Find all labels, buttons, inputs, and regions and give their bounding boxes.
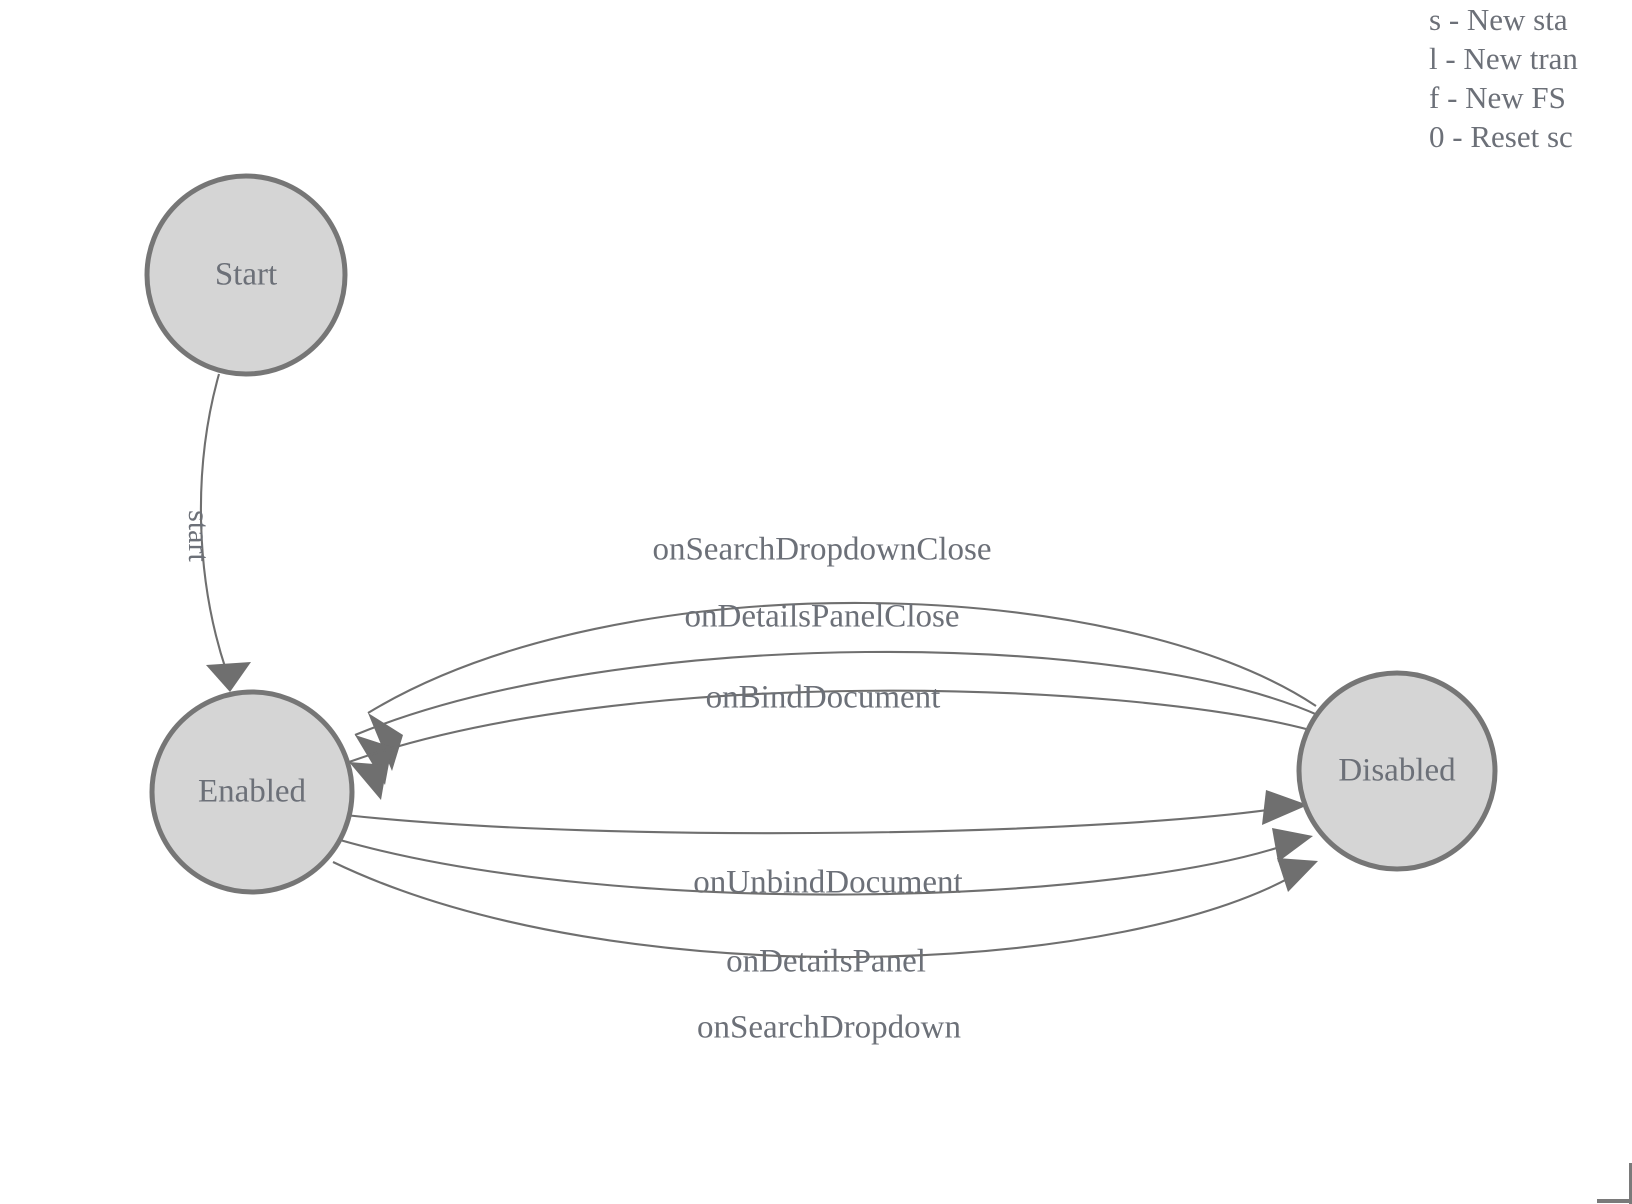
state-node-start-label: Start (215, 257, 277, 293)
transition-onDetailsPanel[interactable]: onDetailsPanel (339, 828, 1313, 980)
state-node-start[interactable]: Start (144, 173, 348, 377)
transition-onSearchDropdown-line (332, 861, 1307, 959)
transition-onUnbindDocument-line (344, 804, 1296, 835)
transition-onBindDocument-line (348, 689, 1311, 763)
transition-onDetailsPanelClose-line (354, 650, 1321, 736)
state-node-disabled-circle[interactable] (1296, 670, 1498, 872)
transition-onSearchDropdown-label: onSearchDropdown (697, 1010, 961, 1046)
state-node-enabled-circle[interactable] (149, 689, 355, 895)
frame-corner-horizontal-rule (1597, 1199, 1632, 1203)
transition-start-arrowhead (206, 662, 251, 692)
state-node-enabled[interactable]: Enabled (149, 689, 355, 895)
transition-onDetailsPanelClose-label: onDetailsPanelClose (685, 599, 960, 635)
transition-onSearchDropdownClose[interactable]: onSearchDropdownClose (367, 532, 1317, 771)
transition-onBindDocument-label: onBindDocument (706, 680, 941, 716)
transition-onUnbindDocument[interactable]: onUnbindDocument (344, 790, 1308, 901)
transition-onSearchDropdown[interactable]: onSearchDropdown (332, 858, 1318, 1046)
state-node-start-circle[interactable] (144, 173, 348, 377)
state-node-disabled-label: Disabled (1338, 753, 1456, 789)
transition-onSearchDropdownClose-label: onSearchDropdownClose (652, 532, 991, 568)
transition-start-line (199, 373, 227, 671)
transition-start-label: start (182, 510, 215, 562)
transition-onUnbindDocument-arrowhead (1262, 790, 1308, 825)
transition-onBindDocument-arrowhead (349, 762, 387, 800)
transition-onSearchDropdownClose-line (367, 601, 1317, 714)
state-node-enabled-label: Enabled (198, 774, 307, 810)
frame-corner-vertical-rule (1629, 1163, 1632, 1204)
transition-onBindDocument[interactable]: onBindDocument (348, 680, 1311, 800)
keyboard-shortcut-legend: s - New sta l - New tran f - New FS 0 - … (1429, 0, 1632, 156)
legend-item-new-transition: l - New tran (1429, 41, 1578, 76)
legend-item-new-state: s - New sta (1429, 2, 1568, 37)
legend-item-reset: 0 - Reset sc (1429, 119, 1573, 154)
transition-onDetailsPanel-label: onDetailsPanel (726, 944, 926, 980)
transition-onDetailsPanelClose[interactable]: onDetailsPanelClose (354, 599, 1321, 785)
legend-item-new-fsm: f - New FS (1429, 80, 1566, 115)
state-node-disabled[interactable]: Disabled (1296, 670, 1498, 872)
transition-start[interactable]: start (182, 373, 251, 692)
transition-onDetailsPanel-line (339, 838, 1301, 896)
transition-onDetailsPanel-arrowhead (1272, 828, 1313, 862)
transition-onSearchDropdown-arrowhead (1277, 858, 1318, 892)
